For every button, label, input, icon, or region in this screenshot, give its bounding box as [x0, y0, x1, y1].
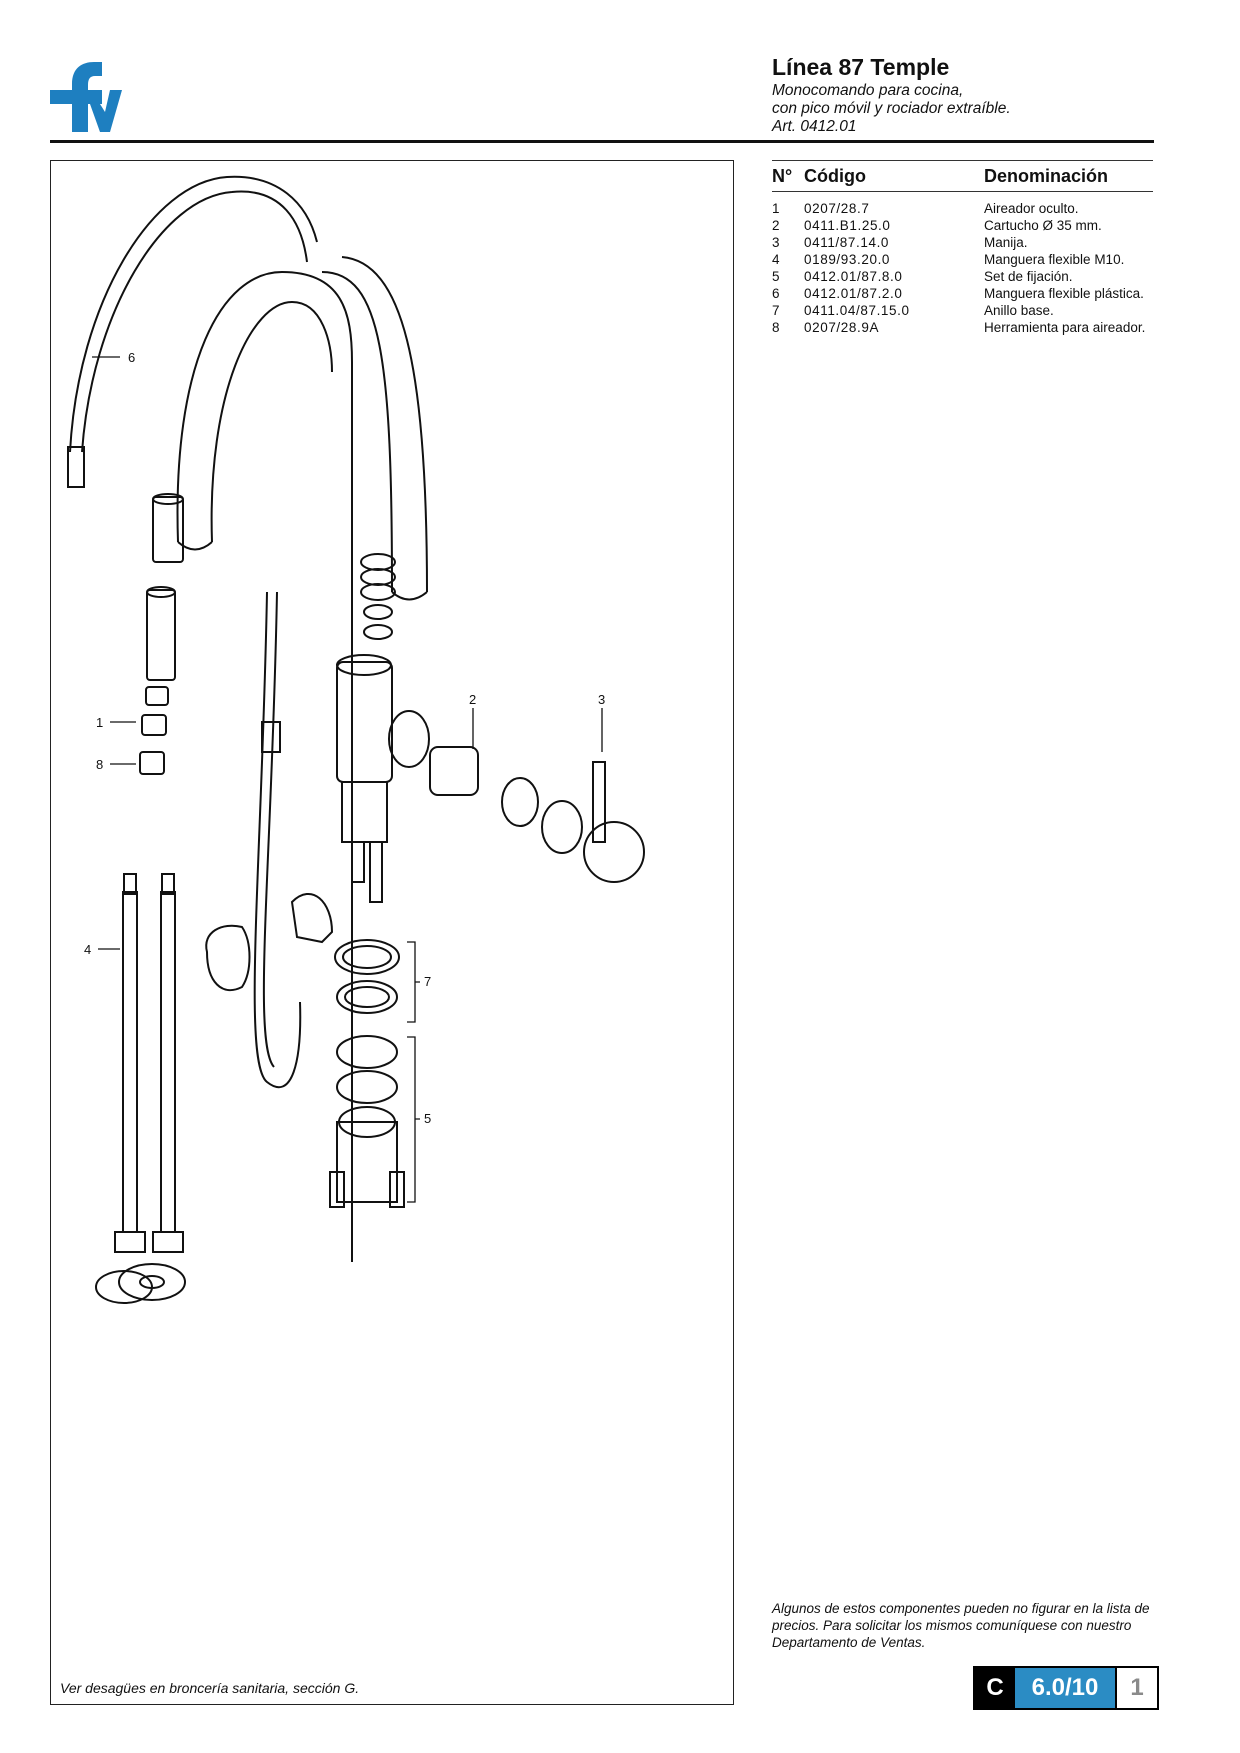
section-letter: C [975, 1668, 1015, 1708]
base-ring [334, 939, 400, 975]
row-name: Manguera flexible M10. [984, 252, 1125, 267]
fixing-nut [336, 1121, 398, 1203]
row-number: 3 [772, 235, 780, 250]
drawing-frame [50, 160, 734, 1705]
fv-logo [50, 62, 122, 132]
header-name: Denominación [984, 166, 1109, 186]
flex-hose [160, 891, 176, 1233]
parts-table-header: N° Código Denominación [772, 160, 1153, 192]
callout-4: 4 [84, 942, 91, 957]
row-code: 0412.01/87.2.0 [804, 286, 903, 301]
row-number: 4 [772, 252, 780, 267]
header-code: Código [804, 166, 866, 186]
exploded-view-drawing: 6 1 8 4 2 3 7 5 [67, 175, 645, 1304]
header-rule [50, 140, 1154, 143]
product-title: Línea 87 Temple [772, 54, 950, 80]
callout-8: 8 [96, 757, 103, 772]
frame-note: Ver desagües en broncería sanitaria, sec… [60, 1680, 360, 1696]
row-name: Anillo base. [984, 303, 1054, 318]
row-number: 8 [772, 320, 780, 335]
table-row: 6 0412.01/87.2.0 Manguera flexible plást… [772, 285, 1153, 302]
callout-7: 7 [424, 974, 431, 989]
parts-table: 1 0207/28.7 Aireador oculto. 2 0411.B1.2… [772, 200, 1153, 336]
row-number: 2 [772, 218, 780, 233]
table-row: 8 0207/28.9A Herramienta para aireador. [772, 319, 1153, 336]
row-number: 7 [772, 303, 780, 318]
row-name: Set de fijación. [984, 269, 1073, 284]
row-name: Manija. [984, 235, 1028, 250]
page-number: 6.0/10 [1015, 1668, 1115, 1708]
row-name: Aireador oculto. [984, 201, 1079, 216]
callout-2: 2 [469, 692, 476, 707]
row-name: Herramienta para aireador. [984, 320, 1146, 335]
row-code: 0411.04/87.15.0 [804, 303, 910, 318]
row-code: 0189/93.20.0 [804, 252, 891, 267]
table-row: 5 0412.01/87.8.0 Set de fijación. [772, 268, 1153, 285]
product-subtitle: Monocomando para cocina, con pico móvil … [772, 82, 1011, 136]
callout-1: 1 [96, 715, 103, 730]
table-row: 7 0411.04/87.15.0 Anillo base. [772, 302, 1153, 319]
article-number: Art. 0412.01 [772, 118, 857, 135]
subtitle-line: Monocomando para cocina, [772, 82, 964, 99]
row-code: 0411.B1.25.0 [804, 218, 891, 233]
row-code: 0411/87.14.0 [804, 235, 890, 250]
row-name: Manguera flexible plástica. [984, 286, 1144, 301]
row-number: 6 [772, 286, 780, 301]
callout-6: 6 [128, 350, 135, 365]
table-row: 2 0411.B1.25.0 Cartucho Ø 35 mm. [772, 217, 1153, 234]
table-row: 1 0207/28.7 Aireador oculto. [772, 200, 1153, 217]
row-number: 1 [772, 201, 780, 216]
page-code: C 6.0/10 1 [973, 1666, 1159, 1710]
table-row: 3 0411/87.14.0 Manija. [772, 234, 1153, 251]
row-code: 0207/28.9A [804, 320, 880, 335]
subtitle-line: con pico móvil y rociador extraíble. [772, 100, 1011, 117]
header-number: N° [772, 166, 793, 186]
availability-footnote: Algunos de estos componentes pueden no f… [772, 1601, 1150, 1650]
handle [583, 821, 645, 883]
cartridge [429, 746, 479, 796]
row-number: 5 [772, 269, 780, 284]
faucet-body [336, 661, 393, 783]
sheet-number: 1 [1115, 1668, 1157, 1708]
callout-3: 3 [598, 692, 605, 707]
plastic-hose [81, 190, 308, 453]
flex-hose [122, 891, 138, 1233]
callout-5: 5 [424, 1111, 431, 1126]
table-row: 4 0189/93.20.0 Manguera flexible M10. [772, 251, 1153, 268]
row-name: Cartucho Ø 35 mm. [984, 218, 1102, 233]
row-code: 0412.01/87.8.0 [804, 269, 903, 284]
spout-back [321, 271, 393, 593]
row-code: 0207/28.7 [804, 201, 870, 216]
